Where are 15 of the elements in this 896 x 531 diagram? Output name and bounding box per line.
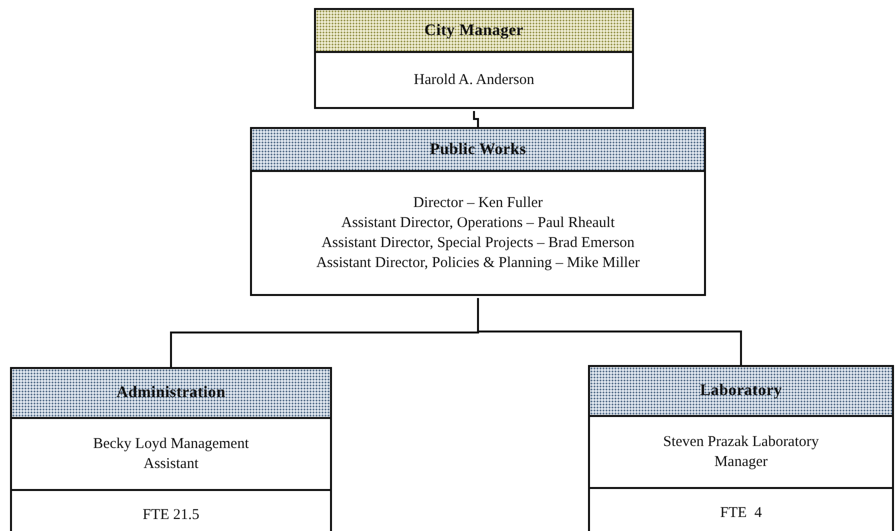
staff-text: Harold A. Anderson xyxy=(414,71,534,90)
staff-text: Director – Ken Fuller xyxy=(413,194,543,213)
staff-text: FTE 21.5 xyxy=(142,506,200,525)
staff-text: Assistant Director, Special Projects – Brad Emerson xyxy=(321,234,635,253)
staff-text: Assistant Director, Operations – Paul Rheault xyxy=(341,214,615,233)
org-unit-box xyxy=(314,8,634,109)
staff-text: Becky Loyd Management Assistant xyxy=(92,435,250,474)
connector-line xyxy=(473,111,479,127)
staff-text: FTE 4 xyxy=(720,504,762,523)
staff-text: Steven Prazak Laboratory Manager xyxy=(662,433,820,472)
org-unit-box xyxy=(250,127,706,296)
staff-text: Assistant Director, Policies & Planning – Mike Miller xyxy=(316,254,640,273)
org-unit-box xyxy=(10,367,332,531)
org-unit-box xyxy=(588,365,894,531)
connector-line xyxy=(477,298,742,365)
